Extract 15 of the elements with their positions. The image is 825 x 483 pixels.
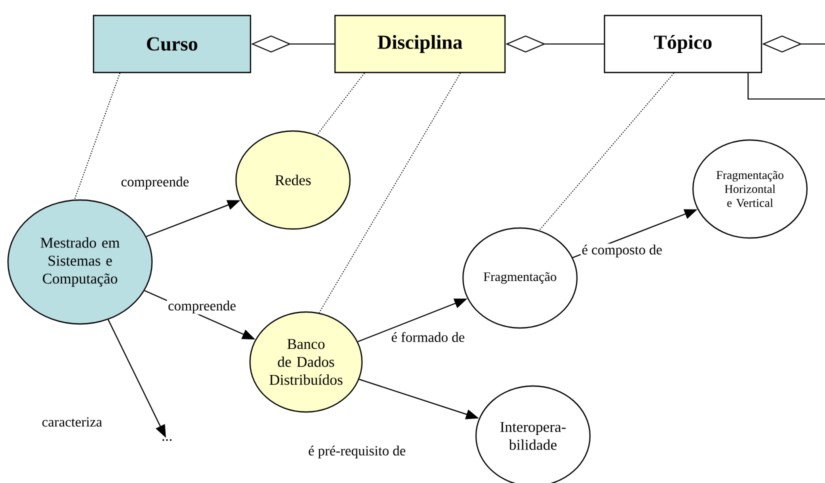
- edge-label: compreende: [120, 176, 190, 190]
- dotted-line: [538, 72, 674, 231]
- dotted-line: [74, 72, 120, 200]
- edge-label: é pré-requisito de: [307, 444, 407, 460]
- class-box: Disciplina: [334, 14, 506, 74]
- class-box: Tópico: [604, 14, 762, 74]
- edge-label: é formado de: [390, 331, 466, 343]
- ellipsis-text: ...: [162, 439, 172, 441]
- edge-label: compreende: [166, 300, 238, 314]
- dotted-line: [316, 72, 365, 136]
- connector-line: [748, 73, 825, 100]
- class-box: Curso: [92, 14, 252, 74]
- edge-label: caracteriza: [40, 416, 104, 428]
- edge-label: é composto de: [580, 244, 664, 258]
- dotted-line: [318, 72, 461, 314]
